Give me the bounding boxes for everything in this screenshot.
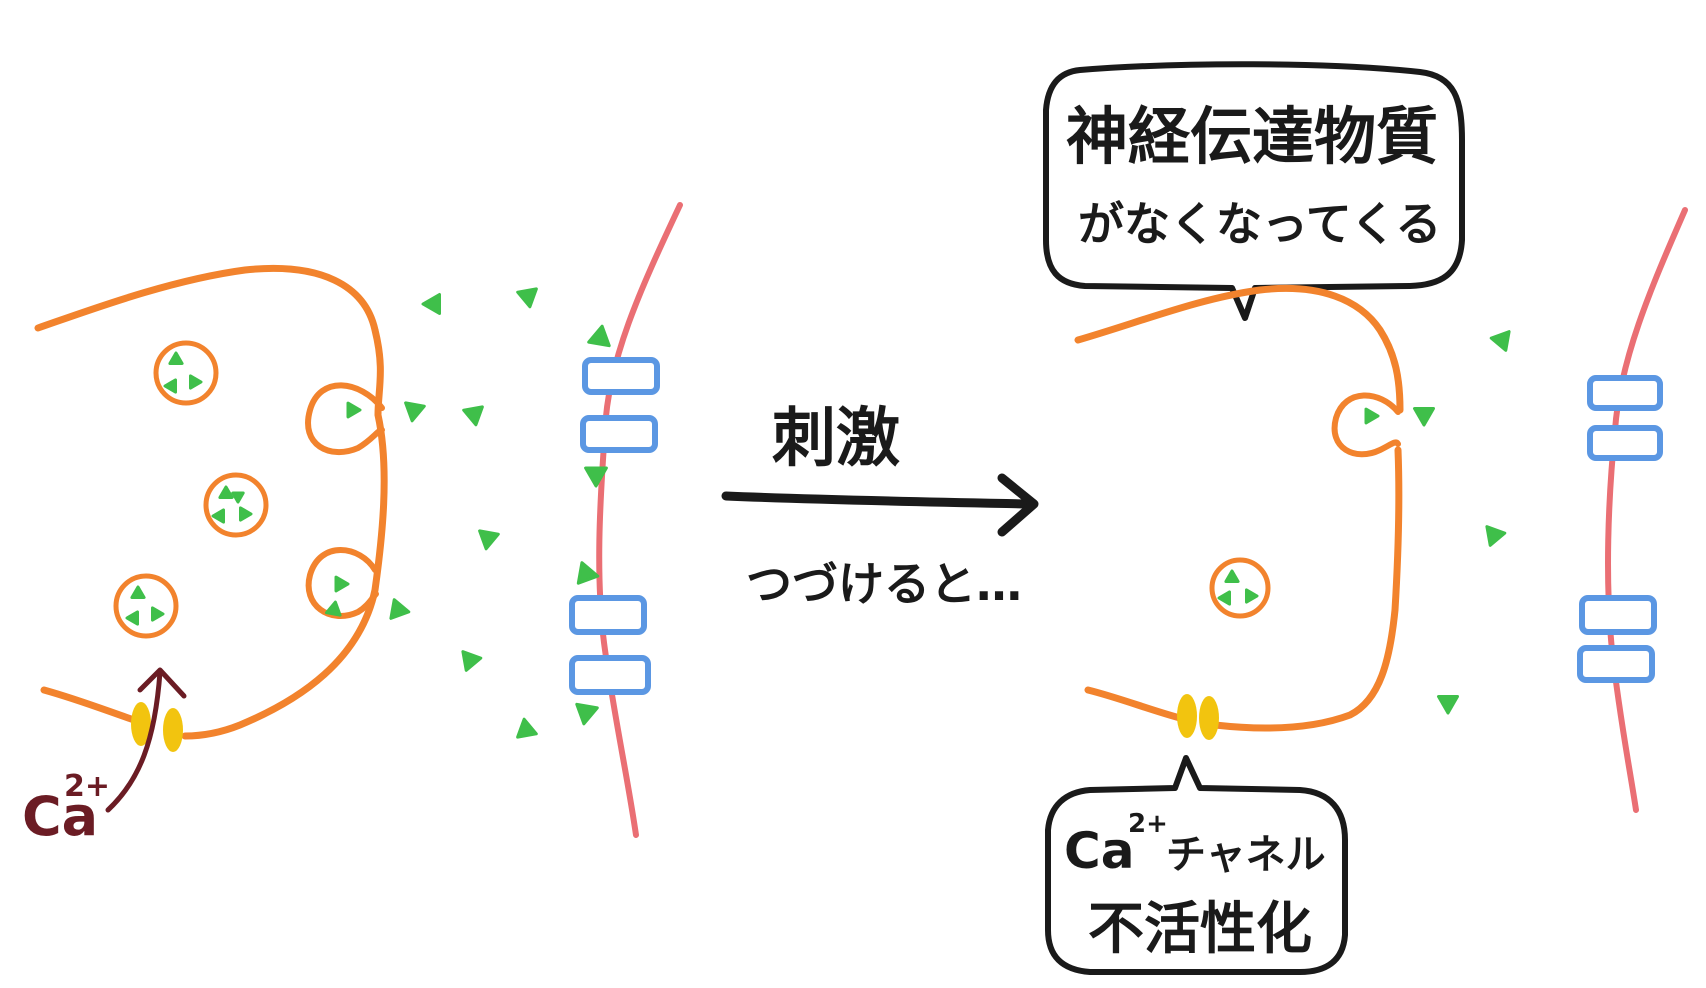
callout-top-line2: がなくなってくる — [1078, 197, 1441, 251]
fusing-vesicle-upper — [305, 382, 385, 455]
receptor — [569, 595, 647, 635]
neurotransmitter-triangle — [516, 717, 538, 739]
receptor — [1587, 425, 1663, 461]
presynaptic-membrane-left — [34, 264, 388, 740]
neurotransmitter-triangle — [346, 401, 362, 419]
presynaptic-membrane-left-lower — [40, 686, 144, 726]
neurotransmitter-triangle — [151, 606, 165, 622]
presynaptic-membrane-right-body — [1211, 446, 1403, 732]
receptor — [1577, 645, 1655, 683]
neurotransmitter-triangle — [218, 485, 234, 499]
left-panel: Ca 2+ — [22, 202, 683, 848]
callout-top-line1: 神経伝達物質 — [1066, 100, 1438, 173]
presynaptic-membrane-right-lower — [1084, 686, 1184, 722]
postsynaptic-membrane-right — [1605, 207, 1688, 813]
ca-influx-arrow — [105, 669, 163, 813]
ca-channel-right — [1177, 694, 1219, 740]
receptor — [1587, 375, 1663, 411]
stimulus-label: 刺激 — [772, 402, 900, 476]
neurotransmitter-triangle — [1245, 588, 1259, 604]
fusing-vesicle-right — [1331, 392, 1401, 458]
neurotransmitter-triangle — [163, 378, 177, 394]
neurotransmitter-triangle — [1217, 590, 1231, 606]
fusing-vesicle-lower — [305, 547, 379, 620]
neurotransmitter-triangle — [168, 351, 184, 365]
vesicle — [113, 573, 179, 639]
stimulus-arrowhead — [997, 473, 1039, 537]
vesicle — [153, 340, 219, 406]
middle-annotation: 刺激 つづけると… — [721, 402, 1039, 611]
neurotransmitter-triangle — [211, 508, 225, 524]
neurotransmitter-triangle — [404, 401, 426, 423]
neurotransmitter-triangle — [1413, 407, 1435, 427]
callout-bottom-ca: Ca — [1064, 822, 1134, 880]
neurotransmitter-triangle — [1364, 407, 1380, 425]
neurotransmitter-triangle — [461, 650, 483, 672]
right-panel: 神経伝達物質 がなくなってくる Ca 2+ チャネル 不活性化 — [1043, 61, 1688, 975]
ca-influx-arrowhead — [137, 667, 187, 699]
callout-bottom-bubble — [1045, 755, 1348, 975]
neurotransmitter-triangle — [189, 374, 203, 390]
neurotransmitter-triangle — [239, 506, 253, 522]
neurotransmitter-triangle — [576, 561, 600, 585]
receptor — [569, 655, 651, 695]
callout-bottom-charge: 2+ — [1128, 809, 1168, 839]
neurotransmitter-triangle — [516, 287, 538, 309]
neurotransmitter-triangle — [1485, 525, 1507, 547]
neurotransmitters-right — [1217, 330, 1511, 715]
neurotransmitter-triangle — [584, 466, 608, 488]
neurotransmitter-triangle — [325, 600, 342, 617]
ca-channel-left — [131, 702, 183, 752]
neurotransmitter-triangle — [462, 405, 484, 427]
neurotransmitter-triangle — [587, 324, 611, 348]
receptor — [582, 357, 660, 395]
neurotransmitter-triangle — [231, 491, 245, 504]
neurotransmitter-triangle — [478, 529, 500, 551]
callout-bottom-line2: 不活性化 — [1088, 897, 1312, 962]
neurotransmitter-triangle — [389, 598, 411, 620]
neurotransmitter-triangle — [421, 293, 441, 315]
callout-bottom-channel: チャネル — [1166, 832, 1326, 878]
vesicle-remaining — [1209, 557, 1271, 619]
postsynaptic-membrane-left — [596, 202, 683, 838]
neurotransmitter-triangle — [125, 610, 139, 626]
neurotransmitter-triangle — [1224, 569, 1240, 583]
calcium-charge-label: 2+ — [64, 769, 110, 804]
neurotransmitter-triangle — [1437, 695, 1459, 715]
presynaptic-membrane-right — [1074, 284, 1404, 414]
receptor — [580, 415, 658, 453]
neurotransmitters-left — [125, 287, 611, 739]
stimulus-arrow — [721, 491, 1035, 509]
neurotransmitter-triangle — [334, 575, 350, 593]
neurotransmitter-triangle — [130, 585, 146, 599]
callout-top-bubble — [1043, 61, 1465, 321]
continue-label: つづけると… — [746, 557, 1022, 611]
calcium-ion-label: Ca — [22, 785, 98, 848]
neurotransmitter-triangle — [1489, 330, 1511, 352]
neurotransmitter-triangle — [575, 702, 599, 726]
receptor — [1579, 595, 1657, 635]
vesicle — [203, 472, 269, 538]
